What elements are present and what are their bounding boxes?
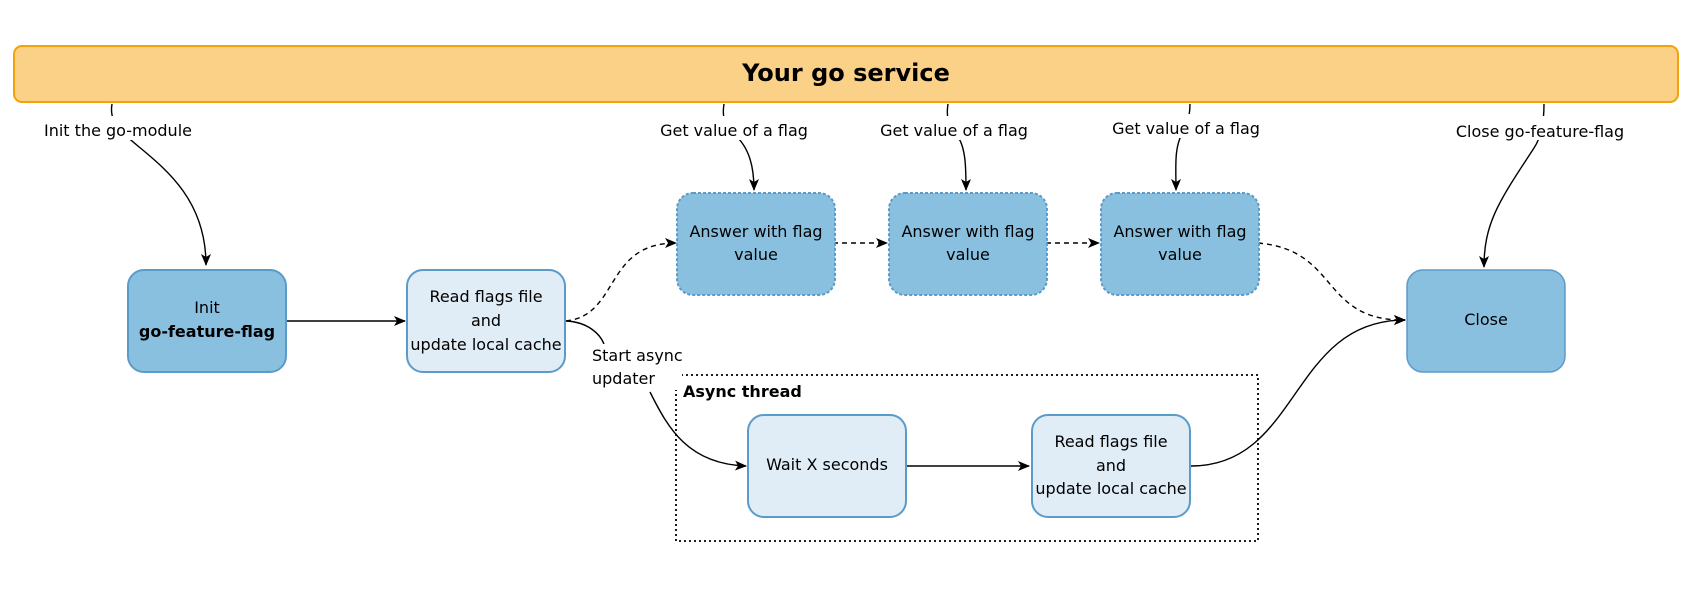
service-banner-title: Your go service	[741, 59, 950, 87]
edge-labels: Init the go-module Get value of a flag G…	[44, 114, 1624, 390]
node-answer-3: Answer with flag value	[1100, 192, 1260, 296]
edge-read-to-answer1	[565, 238, 677, 322]
edge-read-async-to-close	[1190, 315, 1406, 467]
label-init-module: Init the go-module	[44, 121, 192, 140]
node-wait-line1: Wait X seconds	[766, 455, 888, 474]
node-init-line1: Init	[194, 298, 220, 317]
node-close-line1: Close	[1464, 310, 1508, 329]
node-read-flags: Read flags file and update local cache	[406, 269, 566, 373]
label-get-value-1: Get value of a flag	[660, 121, 808, 140]
node-answer-2: Answer with flag value	[888, 192, 1048, 296]
node-read-flags-async-line3: update local cache	[1035, 479, 1186, 498]
node-init: Init go-feature-flag	[127, 269, 287, 373]
node-answer-2-box	[888, 192, 1048, 296]
node-read-flags-line3: update local cache	[410, 335, 561, 354]
node-answer-2-line2: value	[946, 245, 990, 264]
label-start-async-1: Start async	[592, 346, 683, 365]
node-wait: Wait X seconds	[747, 414, 907, 518]
node-answer-3-line1: Answer with flag	[1113, 222, 1246, 241]
service-banner: Your go service	[13, 45, 1679, 103]
node-read-flags-line2: and	[471, 311, 501, 330]
node-wait-box	[747, 414, 907, 518]
node-init-box	[127, 269, 287, 373]
node-close-box	[1406, 269, 1566, 373]
node-answer-1: Answer with flag value	[676, 192, 836, 296]
node-read-flags-box	[406, 269, 566, 373]
node-answer-2-line1: Answer with flag	[901, 222, 1034, 241]
async-thread-title: Async thread	[683, 382, 802, 401]
service-banner-bar	[13, 45, 1679, 103]
node-answer-1-line1: Answer with flag	[689, 222, 822, 241]
node-answer-3-line2: value	[1158, 245, 1202, 264]
node-close: Close	[1406, 269, 1566, 373]
async-thread-border	[675, 374, 1259, 542]
label-get-value-2: Get value of a flag	[880, 121, 1028, 140]
node-answer-1-box	[676, 192, 836, 296]
label-close-ff: Close go-feature-flag	[1456, 122, 1624, 141]
node-answer-3-box	[1100, 192, 1260, 296]
node-read-flags-line1: Read flags file	[429, 287, 542, 306]
node-answer-1-line2: value	[734, 245, 778, 264]
node-read-flags-async-line2: and	[1096, 456, 1126, 475]
edge-start-async-to-wait	[649, 391, 747, 471]
node-init-line2: go-feature-flag	[139, 322, 275, 341]
node-read-flags-async-box	[1031, 414, 1191, 518]
edge-read-to-async-top	[565, 320, 605, 345]
node-read-flags-async-line1: Read flags file	[1054, 432, 1167, 451]
label-start-async-2: updater	[592, 369, 655, 388]
node-read-flags-async: Read flags file and update local cache	[1031, 414, 1191, 518]
async-thread-group: Async thread	[675, 374, 1259, 542]
label-get-value-3: Get value of a flag	[1112, 119, 1260, 138]
edge-answer3-to-close	[1257, 242, 1406, 326]
